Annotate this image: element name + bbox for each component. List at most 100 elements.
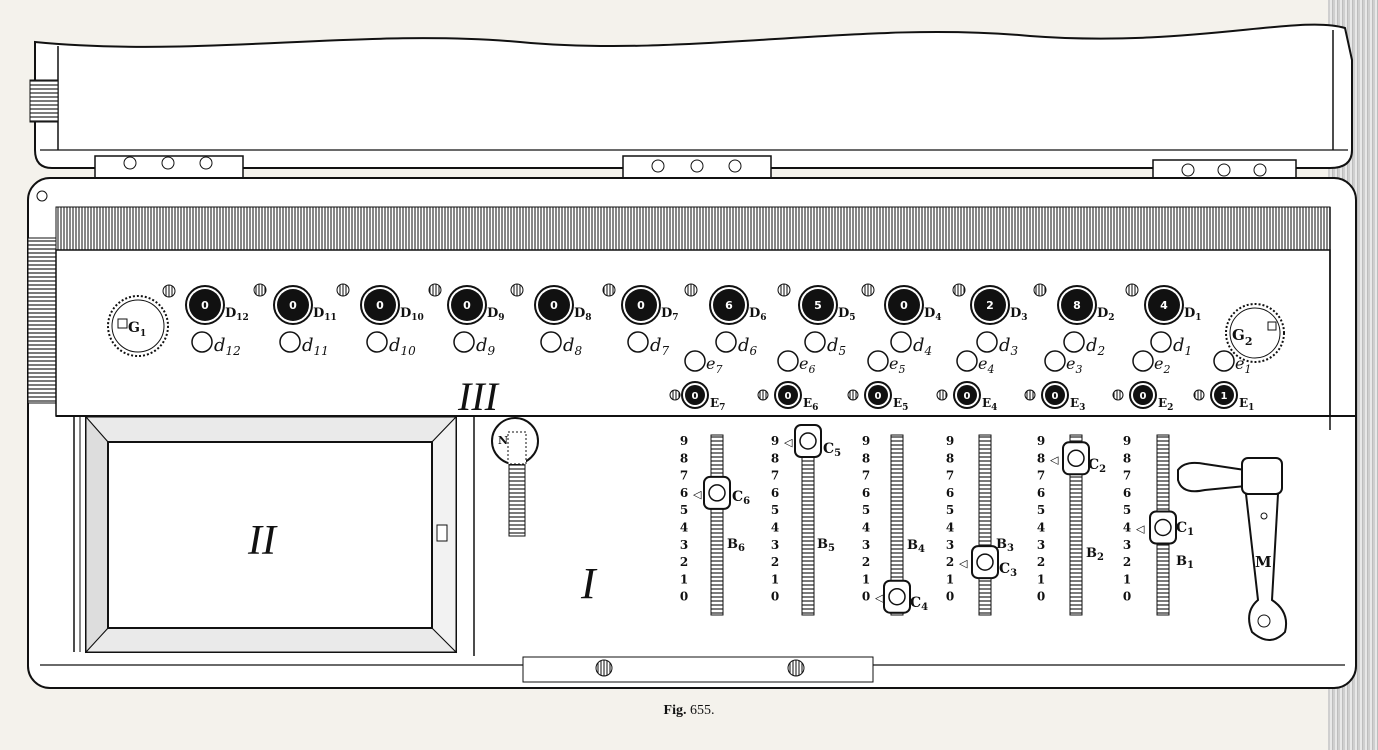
small-window-e4 — [956, 350, 978, 372]
scale-5-digit-6: 6 — [771, 486, 779, 500]
screw-head — [757, 389, 769, 401]
counter-e5[interactable] — [864, 381, 892, 409]
screw-head — [336, 283, 350, 297]
small-window-d9-label: d9 — [476, 335, 496, 358]
counter-e3[interactable] — [1041, 381, 1069, 409]
counter-d9[interactable] — [447, 285, 487, 325]
scale-3-digit-8: 8 — [946, 451, 954, 465]
slot-b6 — [710, 434, 724, 616]
screw-head — [861, 283, 875, 297]
counter-d5-digit: 5 — [814, 299, 822, 312]
counter-d4[interactable] — [884, 285, 924, 325]
counter-e3-digit: 0 — [1052, 391, 1059, 402]
scale-6-digit-8: 8 — [680, 451, 688, 465]
screw-head — [253, 283, 267, 297]
crank-label: M — [1255, 553, 1272, 571]
knob-g1[interactable] — [107, 295, 169, 357]
counter-e6[interactable] — [774, 381, 802, 409]
screw-head — [1193, 389, 1205, 401]
small-window-d5-label: d5 — [827, 335, 846, 358]
counter-d4-label: D4 — [924, 306, 942, 323]
counter-d10-label: D10 — [400, 306, 424, 323]
counter-e7[interactable] — [681, 381, 709, 409]
scale-1-digit-1: 1 — [1123, 572, 1131, 586]
result-counter-row: 0D12d120D11d110D10d100D9d90D8d80D7d76D6d… — [162, 283, 1202, 358]
small-window-e5 — [867, 350, 889, 372]
small-window-e3 — [1044, 350, 1066, 372]
counter-d6[interactable] — [709, 285, 749, 325]
scale-2-digit-3: 3 — [1037, 538, 1045, 552]
slot-b2-label: B2 — [1086, 546, 1104, 563]
counter-d12[interactable] — [185, 285, 225, 325]
scale-5-digit-8: 8 — [771, 451, 779, 465]
counter-d9-digit: 0 — [463, 299, 471, 312]
small-window-d7 — [627, 331, 649, 353]
small-window-d2 — [1063, 331, 1085, 353]
counter-d1[interactable] — [1144, 285, 1184, 325]
small-window-e5-label: e5 — [889, 354, 905, 376]
scale-6-digit-6: 6 — [680, 486, 688, 500]
counter-d7-digit: 0 — [637, 299, 645, 312]
scale-3-digit-2: 2 — [946, 555, 954, 569]
counter-d2-digit: 8 — [1073, 299, 1081, 312]
small-window-d2-label: d2 — [1086, 335, 1105, 358]
small-window-e2-label: e2 — [1154, 354, 1170, 376]
screw-head — [936, 389, 948, 401]
knob-g2[interactable] — [1225, 303, 1285, 363]
counter-e7-label: E7 — [710, 396, 725, 413]
slider-c4[interactable] — [883, 579, 911, 614]
slider-c6[interactable] — [703, 475, 731, 510]
screw-head — [777, 283, 791, 297]
small-window-e2 — [1132, 350, 1154, 372]
counter-d8[interactable] — [534, 285, 574, 325]
counter-d11[interactable] — [273, 285, 313, 325]
scale-3-digit-3: 3 — [946, 538, 954, 552]
counter-d5-label: D5 — [838, 306, 856, 323]
counter-e1[interactable] — [1210, 381, 1238, 409]
scale-1-digit-7: 7 — [1123, 469, 1131, 483]
slider-c2[interactable] — [1062, 441, 1090, 476]
counter-d2[interactable] — [1057, 285, 1097, 325]
small-window-d3-label: d3 — [999, 335, 1019, 358]
screw-head — [684, 283, 698, 297]
small-window-d5 — [804, 331, 826, 353]
scale-2-digit-0: 0 — [1037, 590, 1045, 604]
counter-e1-digit: 1 — [1221, 391, 1228, 402]
counter-d10[interactable] — [360, 285, 400, 325]
scale-6-digit-9: 9 — [680, 434, 688, 448]
small-window-e6-label: e6 — [799, 354, 815, 376]
knob-n[interactable] — [491, 417, 539, 537]
slider-c1-pointer: ◁ — [1136, 523, 1145, 536]
small-window-d1-label: d1 — [1173, 335, 1192, 358]
crank-handle[interactable] — [1177, 457, 1288, 641]
scale-5-digit-7: 7 — [771, 469, 779, 483]
counter-e2-label: E2 — [1158, 396, 1173, 413]
scale-5-digit-4: 4 — [771, 521, 779, 535]
counter-d5[interactable] — [798, 285, 838, 325]
counter-d6-digit: 6 — [725, 299, 733, 312]
lid-outline — [34, 23, 1353, 169]
scale-3-digit-6: 6 — [946, 486, 954, 500]
scale-5-digit-2: 2 — [771, 555, 779, 569]
counter-d7[interactable] — [621, 285, 661, 325]
counter-d7-label: D7 — [661, 306, 679, 323]
small-window-d8 — [540, 331, 562, 353]
scale-6-digit-4: 4 — [680, 521, 688, 535]
counter-d8-label: D8 — [574, 306, 592, 323]
slider-c1[interactable] — [1149, 510, 1177, 545]
slot-b4-label: B4 — [907, 538, 925, 555]
counter-e4[interactable] — [953, 381, 981, 409]
counter-e3-label: E3 — [1070, 396, 1085, 413]
small-window-d10 — [366, 331, 388, 353]
slider-c5[interactable] — [794, 424, 822, 458]
counter-e2[interactable] — [1129, 381, 1157, 409]
small-window-d4 — [890, 331, 912, 353]
counter-d4-digit: 0 — [900, 299, 908, 312]
counter-d10-digit: 0 — [376, 299, 384, 312]
counter-d9-label: D9 — [487, 306, 505, 323]
calculating-machine-drawing: III G1 G2 0D12d120D11d110D10d100D9d90D8d… — [27, 23, 1357, 689]
slider-c3[interactable] — [971, 545, 999, 580]
small-window-d4-label: d4 — [913, 335, 932, 358]
screw-head — [1024, 389, 1036, 401]
counter-d3[interactable] — [970, 285, 1010, 325]
